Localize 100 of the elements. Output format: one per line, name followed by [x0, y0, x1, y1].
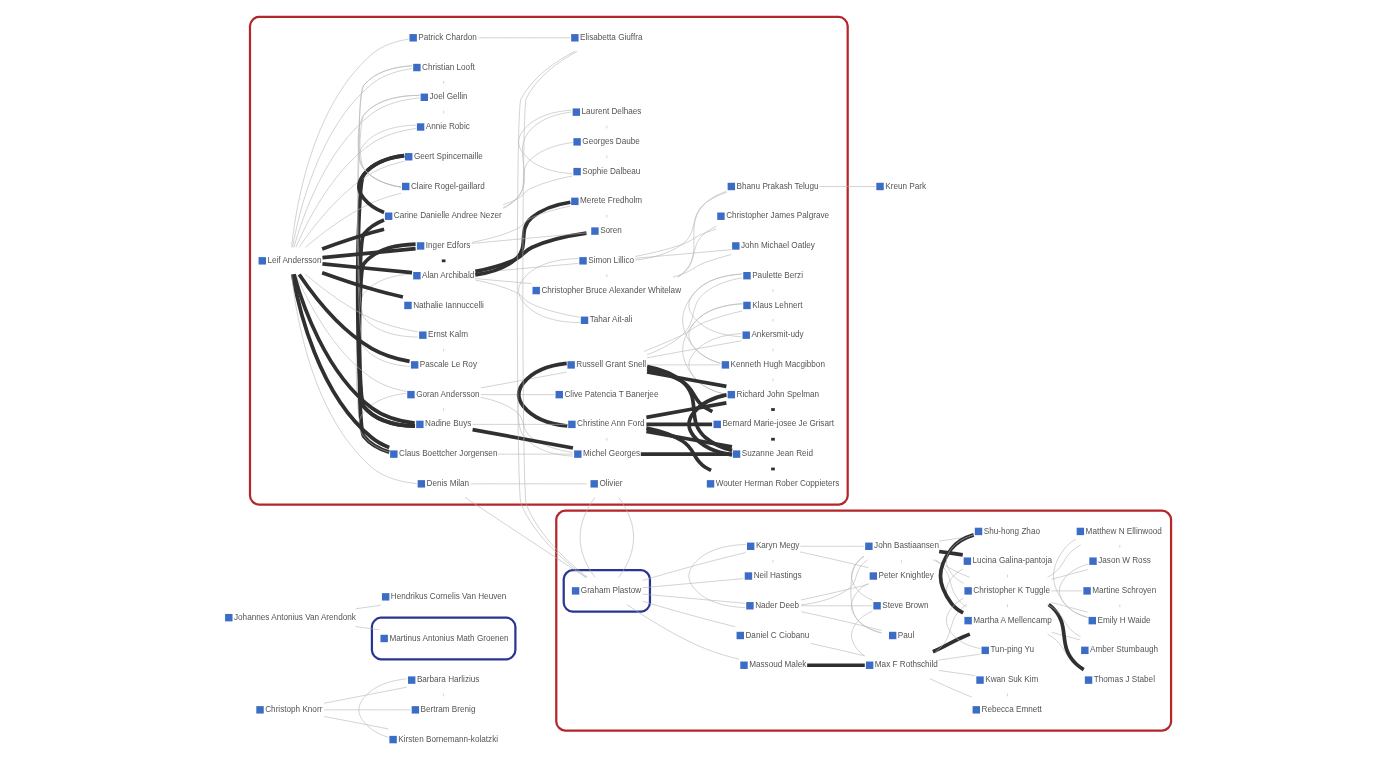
connector — [474, 200, 571, 277]
connector — [931, 632, 971, 654]
node-box — [727, 390, 735, 399]
node-label: Paulette Berzi — [751, 270, 803, 280]
connector — [442, 110, 444, 114]
connector — [809, 643, 865, 657]
node-label: Wouter Herman Rober Coppieters — [715, 478, 839, 488]
node-label: Patrick Chardon — [417, 32, 477, 42]
node-label: Christopher K Tuggle — [972, 585, 1050, 595]
connector — [634, 228, 717, 257]
node-box — [875, 182, 884, 191]
connector — [937, 653, 980, 661]
connector — [1006, 693, 1008, 697]
connector — [806, 663, 865, 668]
connector — [945, 534, 974, 584]
node-box — [736, 631, 744, 640]
connector — [634, 192, 727, 261]
connector — [579, 497, 634, 578]
node-label: Georges Daube — [581, 136, 640, 146]
connector — [676, 226, 716, 278]
connector — [640, 452, 732, 456]
connector — [672, 254, 732, 278]
node-label: Nader Deeb — [754, 600, 799, 610]
node-label: Olivier — [598, 478, 623, 488]
node-label: Clive Patencia T Banerjee — [563, 389, 658, 399]
connector — [1046, 604, 1081, 638]
node-label: Kreun Park — [884, 181, 926, 191]
node-label: Jason W Ross — [1097, 556, 1151, 566]
node-box — [716, 212, 725, 220]
connector — [356, 242, 416, 454]
node-box — [742, 301, 751, 310]
connector — [1119, 604, 1120, 608]
connector — [681, 303, 743, 395]
connector — [354, 605, 381, 610]
node-box — [865, 661, 873, 669]
node-label: Merete Fredholm — [579, 196, 642, 206]
node-box — [745, 602, 754, 610]
node-label: Kwan Suk Kim — [984, 675, 1038, 685]
node-box — [578, 257, 587, 265]
node-box — [415, 420, 424, 429]
node-box — [566, 361, 575, 369]
connector — [290, 274, 417, 484]
node-label: Bhanu Prakash Telugu — [736, 181, 818, 191]
node-box — [416, 123, 424, 131]
connector — [517, 109, 573, 174]
node-label: Claus Boettcher Jorgensen — [398, 449, 497, 459]
node-label: Denis Milan — [426, 478, 469, 488]
connector — [641, 601, 735, 627]
node-label: Christopher Bruce Alexander Whitelaw — [540, 285, 681, 295]
connector — [471, 205, 571, 243]
node-label: Claire Rogel-gaillard — [410, 181, 485, 191]
connector — [1051, 632, 1081, 641]
node-box — [963, 557, 971, 565]
node-box — [590, 227, 599, 235]
node-box — [224, 613, 232, 622]
connector — [932, 559, 970, 578]
node-box — [567, 420, 576, 429]
connector — [291, 273, 415, 426]
node-box — [408, 34, 417, 42]
node-label: Simon Lillico — [587, 255, 634, 265]
node-box — [255, 706, 264, 714]
node-box — [746, 542, 754, 550]
connector — [677, 190, 727, 278]
node-label: Johannes Antonius Van Arendonk — [233, 612, 356, 622]
node-box — [417, 480, 425, 488]
node-box — [1084, 676, 1092, 684]
node-box — [570, 197, 579, 206]
node-box — [389, 450, 398, 458]
node-box — [412, 272, 421, 280]
connector — [502, 111, 572, 209]
node-label: John Michael Oatley — [740, 241, 815, 251]
node-box — [739, 661, 748, 669]
node-box — [963, 587, 972, 595]
node-box — [404, 153, 412, 161]
connector — [321, 270, 403, 299]
connector — [681, 273, 742, 364]
connector — [641, 552, 746, 581]
connector — [800, 605, 873, 607]
node-label: Nathalie Iannuccelli — [412, 300, 484, 310]
cluster — [370, 616, 516, 661]
node-label: Matthew N Ellinwood — [1085, 526, 1162, 536]
node-label: Ernst Kalm — [427, 330, 468, 340]
cluster — [554, 509, 1172, 732]
node-box — [381, 593, 389, 601]
node-box — [742, 331, 750, 339]
connector — [1052, 539, 1088, 618]
connector — [818, 186, 876, 187]
node-label: Ankersmit-udy — [750, 330, 804, 340]
node-label: Paul — [897, 630, 914, 640]
connector — [442, 407, 444, 412]
node-label: Peter Knightley — [878, 571, 934, 581]
node-label: Christian Looft — [421, 62, 475, 72]
connector — [945, 598, 980, 649]
connector — [502, 142, 573, 208]
node-box — [572, 108, 580, 116]
node-label: Inger Edfors — [425, 241, 470, 251]
connector — [800, 559, 868, 606]
node-box — [572, 138, 581, 146]
node-box — [412, 63, 421, 72]
connector — [357, 95, 420, 188]
